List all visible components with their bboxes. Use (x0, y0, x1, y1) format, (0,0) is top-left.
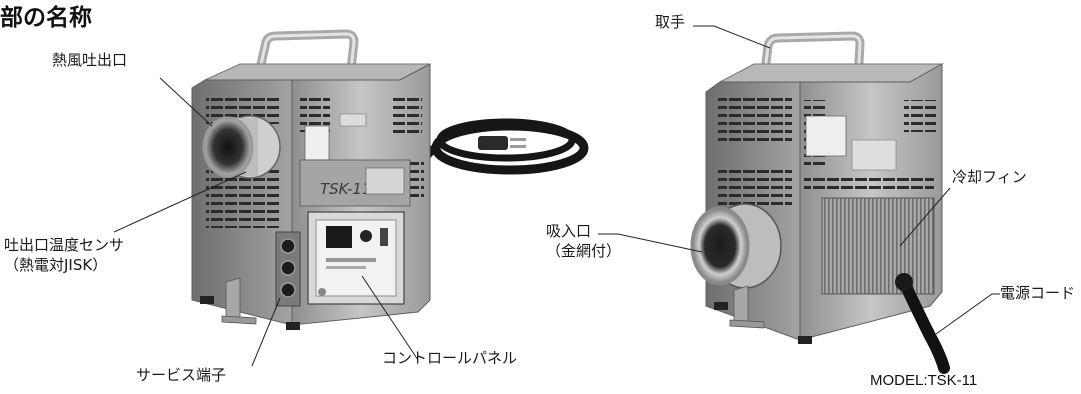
label-outlet-temp-sensor-line1: 吐出口温度センサ (4, 236, 125, 254)
label-cooling-fin: 冷却フィン (952, 168, 1027, 186)
label-power-cord: 電源コード (1000, 284, 1076, 302)
service-terminal-panel (275, 231, 301, 307)
leader-outlet-temp-sensor (113, 171, 247, 233)
cord-plug (478, 136, 526, 150)
page-title: 部の名称 (0, 5, 92, 31)
front-model-marking: TSK-11 (320, 180, 372, 198)
cooling-fin-graphic (821, 197, 935, 295)
leader-lines (113, 25, 1000, 367)
leader-control-panel (361, 275, 419, 361)
name-plate: TSK-11 (299, 159, 411, 207)
label-handle: 取手 (655, 13, 686, 31)
label-intake-line2: （金網付） (546, 242, 622, 260)
label-hot-air-outlet: 熱風吐出口 (52, 51, 128, 69)
leader-cooling-fin (899, 187, 951, 247)
control-panel-graphic (307, 211, 405, 305)
intake-graphic (690, 203, 782, 289)
leader-handle (693, 25, 771, 49)
label-control-panel: コントロールパネル (382, 349, 518, 367)
label-intake-line1: 吸入口 (546, 222, 592, 240)
rear-unit (690, 31, 950, 374)
label-service-terminal: サービス端子 (136, 366, 227, 384)
label-outlet-temp-sensor-line2: （熱電対JISK） (4, 256, 108, 274)
rear-power-cord (898, 276, 950, 374)
leader-service-terminal (251, 297, 281, 367)
leader-intake (598, 233, 703, 253)
leader-hot-air-outlet (159, 77, 213, 127)
front-unit: TSK-11 (191, 29, 589, 330)
model-caption: MODEL:TSK-11 (870, 372, 978, 389)
leader-power-cord (935, 293, 1000, 335)
hot-air-outlet-pipe (202, 115, 281, 179)
